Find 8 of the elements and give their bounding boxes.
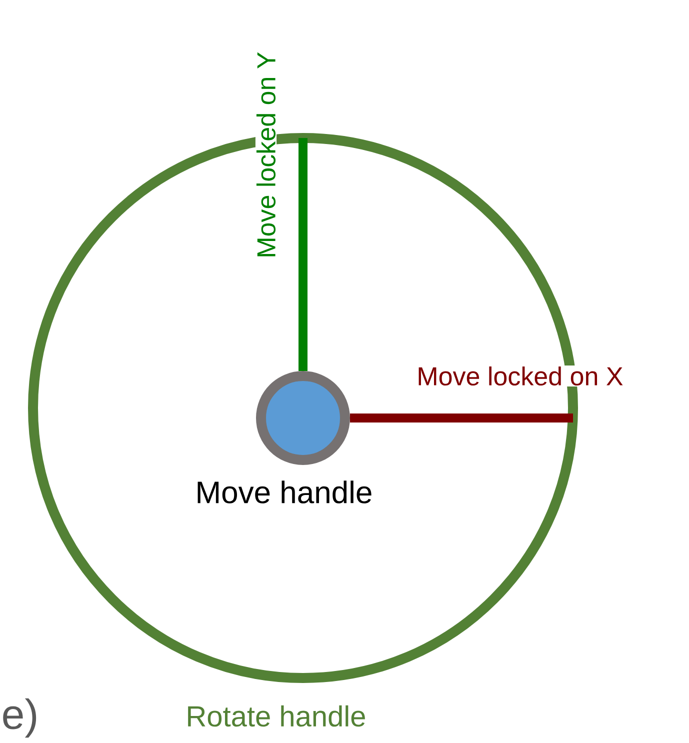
handle-label: Rotate handle bbox=[188, 705, 365, 727]
locked-axis-line bbox=[298, 138, 308, 371]
move-handle-circle bbox=[256, 371, 350, 465]
edge-label: Move locked on X bbox=[416, 365, 624, 387]
locked-axis-line bbox=[350, 414, 573, 422]
edge-label: Move locked on Y bbox=[255, 50, 277, 260]
handle-label: Move handle bbox=[198, 480, 372, 504]
cut-off-text: e) bbox=[3, 698, 36, 738]
